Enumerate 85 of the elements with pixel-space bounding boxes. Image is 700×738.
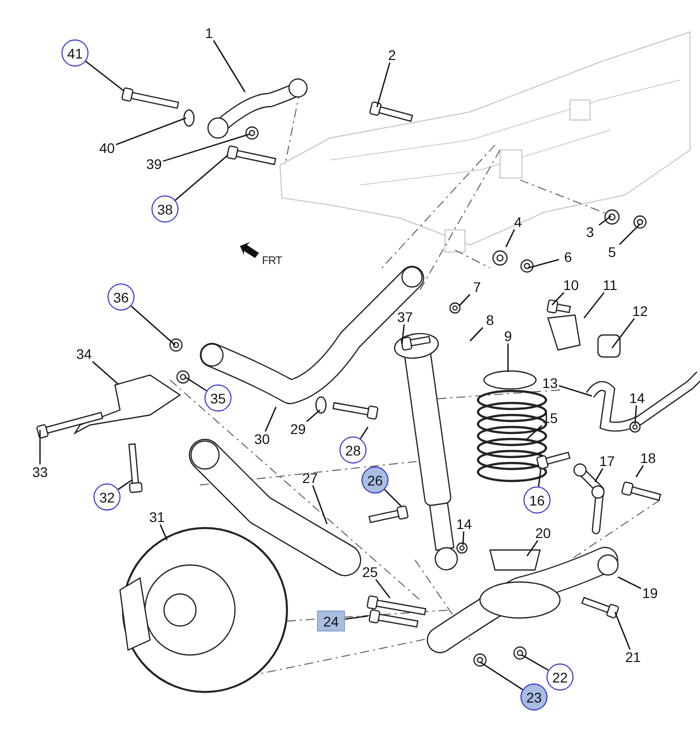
callout-number: 15 [540,410,560,426]
callout-number: 20 [533,525,553,541]
leader-line [118,479,132,490]
callout-number: 26 [362,466,388,494]
callout-number: 6 [562,249,574,265]
callout-number: 23 [520,684,548,710]
leader-line [635,465,644,478]
leader-line [538,466,542,487]
leader-line [360,426,369,440]
callout-number: 35 [204,384,232,412]
leader-line [522,654,549,671]
leader-line [618,576,642,590]
callout-number: 22 [546,664,574,690]
callout-number: 41 [62,40,88,66]
callout-number: 38 [152,196,178,222]
callout-number: 10 [561,277,581,293]
leader-line [375,579,391,598]
leader-line [462,531,464,546]
leader-line [174,154,228,201]
leader-line [480,661,524,690]
callout-number: 14 [454,516,474,532]
leader-line [594,468,604,482]
callout-number: 13 [540,375,560,391]
callout-number: 36 [108,284,134,310]
callout-number: 29 [288,421,308,437]
callout-number: 1 [203,25,215,41]
leader-line [85,60,124,92]
leader-line [598,215,612,226]
leader-line [312,485,328,524]
callout-number: 11 [600,277,620,293]
leader-line [162,133,250,162]
leader-line [264,406,277,432]
leader-line [116,117,186,146]
leader-line [552,292,564,306]
leader-line [160,524,168,540]
callout-number: 31 [147,509,167,525]
direction-label: FRT [262,255,282,267]
leader-line [619,224,640,245]
leader-line [376,62,390,108]
leader-line [130,305,176,346]
callout-number: 27 [300,470,320,486]
leader-line [470,327,484,342]
leader-line [583,292,605,318]
leader-line [92,361,118,384]
leader-line [614,612,631,650]
callout-number: 7 [471,279,483,295]
callout-number: 34 [74,346,94,362]
leader-line [558,385,592,397]
leader-line [306,410,320,422]
leader-line [401,324,405,344]
leader-line [213,40,246,92]
callout-number: 37 [395,309,415,325]
callout-number: 32 [94,484,120,510]
callout-number: 5 [606,244,618,260]
callout-number: 40 [97,140,117,156]
callout-number: 25 [360,564,380,580]
callout-number: 16 [524,486,550,514]
callout-number: 12 [630,303,650,319]
leader-line [634,405,638,424]
callout-number: 24 [317,610,345,632]
leader-line [384,489,402,506]
leader-line [526,425,542,440]
leader-line [611,318,635,348]
callout-number: 18 [638,450,658,466]
callout-number: 30 [252,431,272,447]
leader-line [528,258,560,269]
callout-number: 8 [484,312,496,328]
leader-line [526,540,538,556]
callout-number: 19 [640,585,660,601]
callout-number: 39 [144,156,164,172]
callout-number: 2 [386,47,398,63]
callout-number: 21 [623,649,643,665]
callout-number: 4 [512,214,524,230]
leader-line [458,294,470,306]
leader-line [507,344,509,372]
leader-line [39,430,41,464]
callout-number: 17 [597,453,617,469]
callout-number: 28 [340,436,366,464]
callout-number: 14 [627,390,647,406]
callout-number: 33 [30,464,50,480]
leader-line [505,229,515,248]
leader-line [344,615,368,620]
callout-number: 3 [584,224,596,240]
callout-number: 9 [502,328,514,344]
leader-line [184,376,207,392]
